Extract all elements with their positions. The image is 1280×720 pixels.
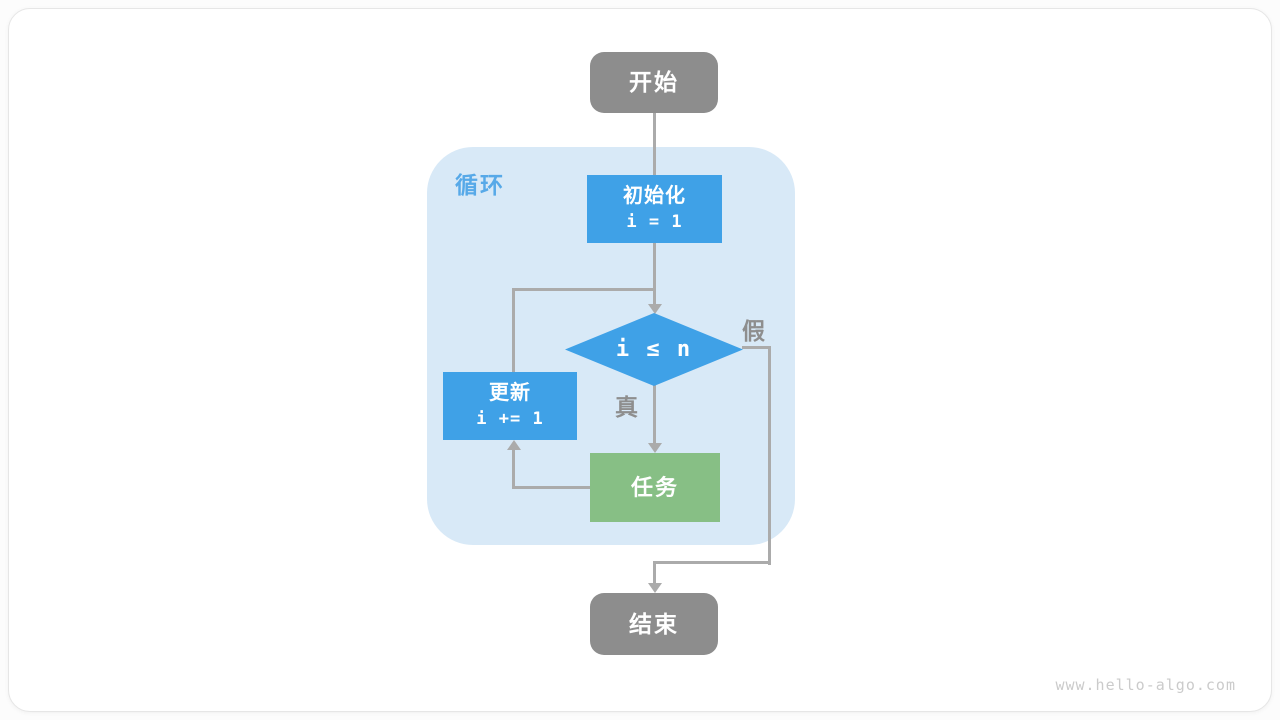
edge-update-feedback-vertical	[512, 288, 515, 373]
node-update: 更新 i += 1	[443, 372, 577, 440]
edge-cond-task	[653, 384, 656, 444]
arrowhead-into-end-icon	[648, 583, 662, 593]
edge-label-false: 假	[742, 318, 765, 344]
edge-label-true: 真	[615, 394, 638, 420]
edge-init-cond	[653, 242, 656, 306]
node-initialize-label: 初始化	[623, 185, 686, 208]
edge-into-end	[653, 561, 656, 584]
node-task: 任务	[590, 453, 720, 522]
arrowhead-into-cond-icon	[648, 304, 662, 314]
node-update-label: 更新	[489, 382, 531, 405]
edge-false-horizontal-bottom	[653, 561, 771, 564]
edge-false-vertical	[768, 346, 771, 565]
arrowhead-into-update-icon	[507, 440, 521, 450]
edge-task-update-vertical	[512, 450, 515, 489]
edge-false-horizontal-top	[742, 346, 771, 349]
node-update-code: i += 1	[476, 409, 544, 430]
arrowhead-into-task-icon	[648, 443, 662, 453]
loop-label: 循环	[455, 172, 505, 198]
node-start-label: 开始	[629, 69, 679, 96]
edge-update-feedback-horizontal	[512, 288, 656, 291]
edge-start-init	[653, 111, 656, 177]
node-end-label: 结束	[629, 610, 679, 637]
node-task-label: 任务	[630, 474, 679, 500]
edge-task-update-horizontal	[512, 486, 591, 489]
node-end: 结束	[590, 593, 718, 655]
watermark: www.hello-algo.com	[1055, 676, 1236, 694]
node-initialize: 初始化 i = 1	[587, 175, 722, 243]
node-condition-label: i ≤ n	[615, 337, 693, 362]
node-start: 开始	[590, 52, 718, 113]
node-initialize-code: i = 1	[626, 212, 683, 233]
